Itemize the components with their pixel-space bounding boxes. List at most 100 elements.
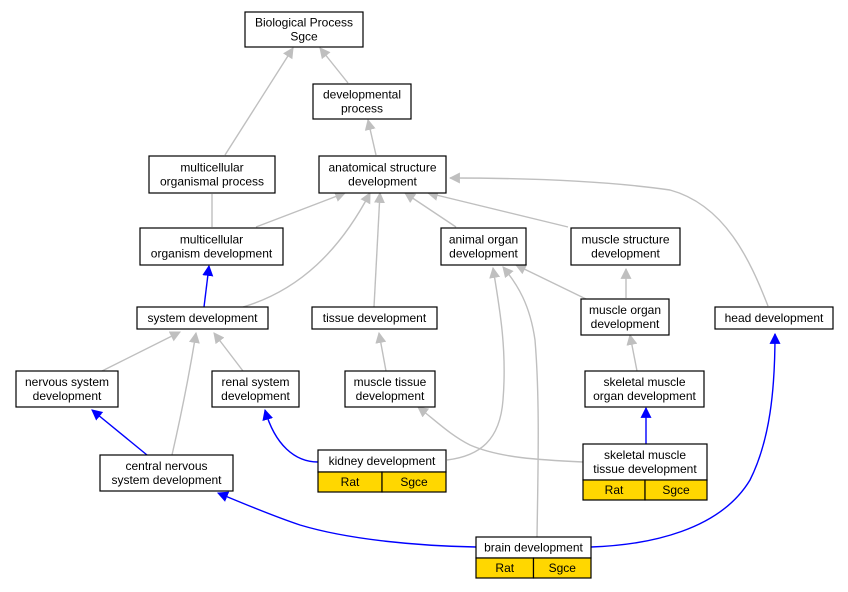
edge-cnsd-nsd xyxy=(91,409,148,456)
node-box xyxy=(570,227,681,266)
node-label-line: muscle structure xyxy=(581,233,669,247)
edge-sysd-mod xyxy=(202,264,214,308)
node-label-line: system development xyxy=(147,311,258,325)
node-box xyxy=(584,370,705,408)
annotation-label: Sgce xyxy=(662,483,690,497)
node-box xyxy=(244,11,364,48)
node-label-line: tissue development xyxy=(323,311,427,325)
node-box xyxy=(580,298,670,336)
node-label-line: muscle tissue xyxy=(354,375,427,389)
node-tisd[interactable]: tissue development xyxy=(311,306,438,330)
node-label-line: development xyxy=(591,317,660,331)
node-sysd[interactable]: system development xyxy=(136,306,269,330)
edge-aod-asd xyxy=(404,192,457,228)
node-label-line: brain development xyxy=(484,541,583,555)
nodes: Biological ProcessSgcedevelopmentalproce… xyxy=(15,11,834,579)
edge-msd-asd xyxy=(426,189,569,228)
node-label-line: organismal process xyxy=(160,175,264,189)
node-head[interactable]: head development xyxy=(714,306,834,330)
node-label-line: muscle organ xyxy=(589,303,661,317)
edge-dev-bp xyxy=(319,47,349,84)
edge-kid-rsd xyxy=(262,408,319,463)
node-box xyxy=(148,155,276,194)
node-label-line: animal organ xyxy=(449,233,518,247)
annotation-label: Rat xyxy=(605,483,624,497)
node-label-line: development xyxy=(449,247,518,261)
node-label-line: process xyxy=(341,102,383,116)
node-label-line: head development xyxy=(725,311,824,325)
node-box xyxy=(344,370,436,408)
node-label-line: development xyxy=(33,389,102,403)
node-label-line: renal system xyxy=(221,375,289,389)
node-box xyxy=(311,306,438,330)
node-label-line: organ development xyxy=(593,389,696,403)
edge-brain-aod xyxy=(502,266,539,538)
node-label-line: system development xyxy=(111,473,222,487)
node-label-line: kidney development xyxy=(329,454,436,468)
node-box xyxy=(318,155,447,194)
node-label-line: development xyxy=(348,175,417,189)
annotation-label: Rat xyxy=(341,475,360,489)
node-box xyxy=(211,370,300,408)
node-label-line: organism development xyxy=(151,247,273,261)
edge-brain-cnsd xyxy=(216,491,477,548)
edge-head-asd xyxy=(448,172,769,307)
annotation-cell xyxy=(532,557,592,579)
edges xyxy=(91,47,781,548)
node-label-line: Biological Process xyxy=(255,16,353,30)
annotation-label: Rat xyxy=(495,561,514,575)
node-box xyxy=(99,454,234,492)
node-label-line: tissue development xyxy=(593,462,697,476)
annotation-label: Sgce xyxy=(549,561,577,575)
edge-muod-aod xyxy=(515,264,587,300)
edge-brain-head xyxy=(590,332,781,548)
node-label-line: development xyxy=(356,389,425,403)
edge-mod-asd xyxy=(255,191,347,228)
node-label-line: central nervous xyxy=(125,459,207,473)
node-box xyxy=(714,306,834,330)
node-box xyxy=(15,370,119,408)
node-box xyxy=(139,227,284,266)
node-label-line: skeletal muscle xyxy=(603,375,685,389)
node-label-line: anatomical structure xyxy=(328,161,436,175)
node-label-line: skeletal muscle xyxy=(604,448,686,462)
edge-rsd-sysd xyxy=(213,332,244,372)
edge-kid-aod xyxy=(446,266,505,461)
node-box xyxy=(136,306,269,330)
node-label-line: nervous system xyxy=(25,375,109,389)
edge-smod-muod xyxy=(626,333,638,372)
edge-nsd-sysd xyxy=(101,331,181,372)
node-label-line: developmental xyxy=(323,88,401,102)
edge-tisd-asd xyxy=(373,191,385,308)
edge-mop-bp xyxy=(224,47,294,156)
node-label-line: development xyxy=(221,389,290,403)
annotation-label: Sgce xyxy=(400,475,428,489)
edge-asd-dev xyxy=(364,118,377,156)
edge-smtd-mtd xyxy=(417,406,584,463)
node-label-line: development xyxy=(591,247,660,261)
edge-sysd-asd xyxy=(242,192,371,308)
annotation-cell xyxy=(644,479,708,501)
edge-cnsd-sysd xyxy=(171,331,200,456)
node-label-line: multicellular xyxy=(180,161,243,175)
node-box xyxy=(440,227,527,266)
edge-mtd-tisd xyxy=(375,331,387,372)
annotation-cell xyxy=(381,471,447,493)
